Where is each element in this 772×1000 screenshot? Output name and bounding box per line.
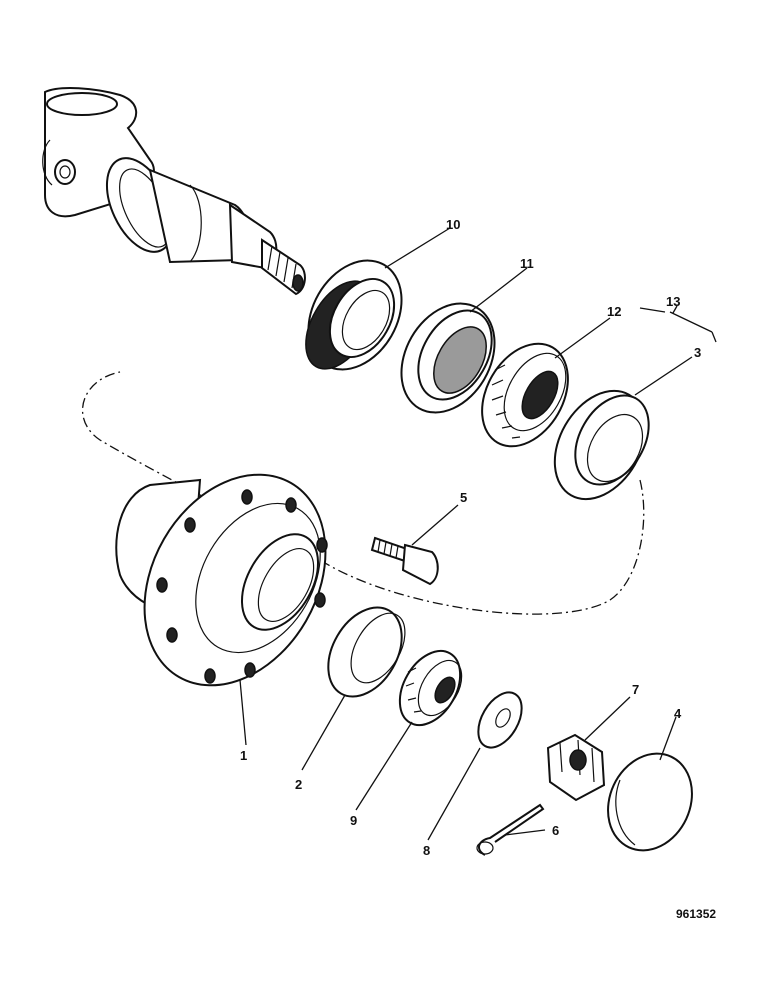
callout-3: 3 [694, 345, 701, 360]
part-4-grease-cap [607, 752, 693, 852]
callout-10: 10 [446, 217, 460, 232]
part-9-bearing-cone [398, 650, 463, 726]
part-11-bearing-cup [400, 302, 496, 414]
part-3-race [553, 389, 650, 501]
callout-9: 9 [350, 813, 357, 828]
callout-2: 2 [295, 777, 302, 792]
leader-lines [239, 227, 717, 841]
part-1-hub [115, 473, 328, 687]
part-7-castle-nut [546, 733, 606, 802]
reference-number: 961352 [676, 907, 716, 921]
callout-12: 12 [607, 304, 621, 319]
callout-4: 4 [674, 706, 682, 721]
spindle-thread [261, 238, 306, 296]
part-2-bearing-cup [327, 606, 406, 698]
callout-8: 8 [423, 843, 430, 858]
axle-stub [42, 87, 306, 296]
part-5-stud [370, 536, 439, 586]
assembly-path [82, 371, 645, 615]
callout-1: 1 [240, 748, 247, 763]
callout-13: 13 [666, 294, 680, 309]
callout-11: 11 [520, 256, 534, 271]
callout-5: 5 [460, 490, 467, 505]
part-8-washer [477, 691, 523, 749]
callout-7: 7 [632, 682, 639, 697]
part-6-split-pin [476, 803, 545, 856]
part-12-bearing-cone [481, 342, 569, 448]
hub-bolt-holes [156, 489, 328, 684]
callout-6: 6 [552, 823, 559, 838]
part-10-seal [305, 259, 403, 371]
